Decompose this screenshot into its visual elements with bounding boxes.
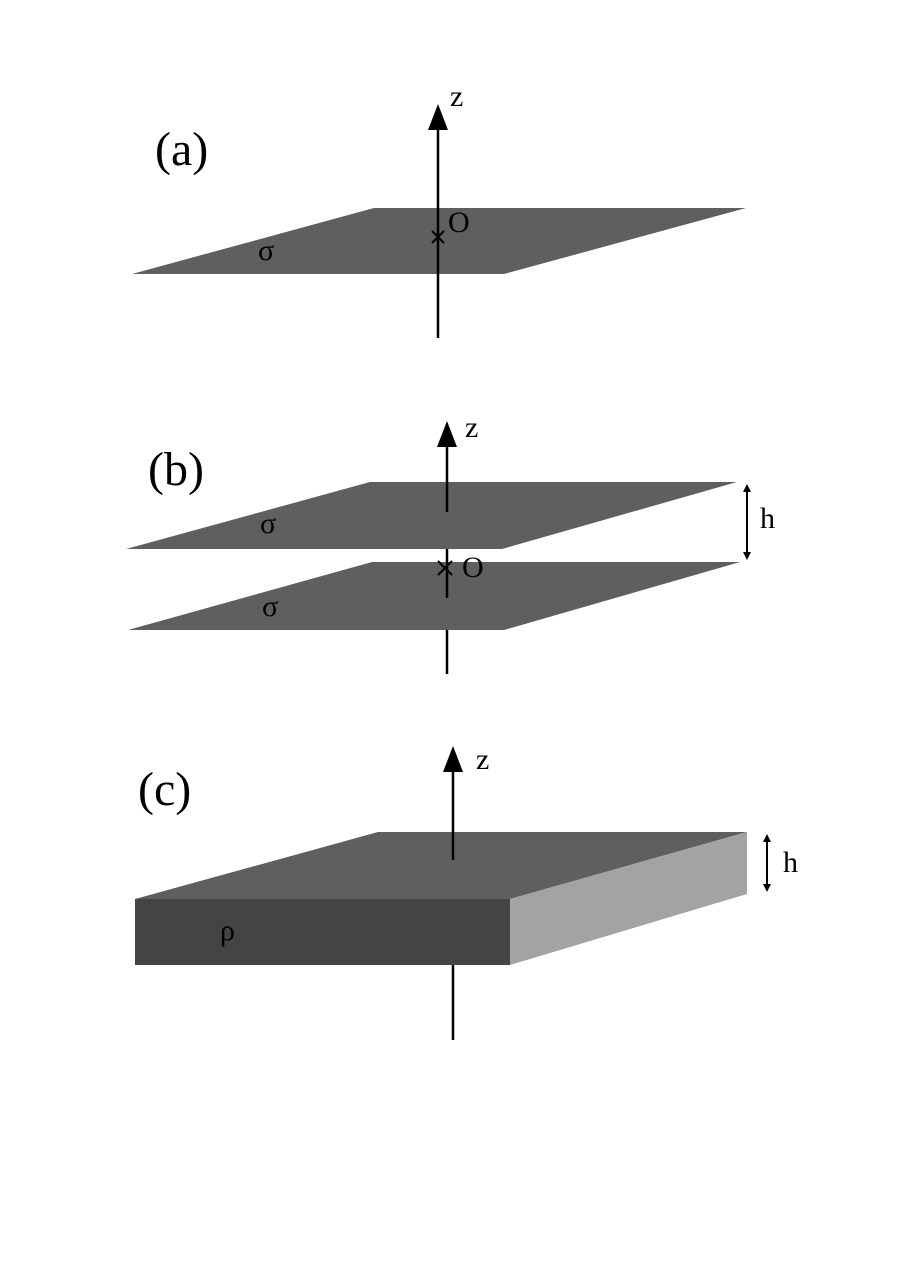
panel-c-slab-top-face xyxy=(135,832,747,899)
panel-a-axis-label: z xyxy=(450,80,463,113)
panel-a-label: (a) xyxy=(155,123,208,176)
panel-a: (a) z O σ xyxy=(132,80,746,338)
panel-b-upper-sheet xyxy=(126,482,737,549)
panel-c-thickness-label: h xyxy=(783,846,798,879)
panel-b-axis-label: z xyxy=(465,411,478,444)
panel-c-slab-label: ρ xyxy=(220,914,235,947)
panel-c-slab-front-face xyxy=(135,899,510,965)
panel-a-axis-arrowhead xyxy=(428,104,448,130)
panel-c-label: (c) xyxy=(138,763,191,816)
panel-a-origin-cross-icon xyxy=(431,230,445,244)
panel-a-origin-label: O xyxy=(448,206,470,239)
panel-c-slab-side-face xyxy=(510,832,747,965)
panel-a-sheet-label: σ xyxy=(258,234,274,267)
panel-b-origin-label: O xyxy=(462,551,484,584)
panel-c-axis-arrowhead xyxy=(443,746,463,772)
panel-c: (c) z ρ h xyxy=(135,743,798,1040)
panel-b-lower-sheet xyxy=(128,562,740,630)
panel-b-axis-arrowhead xyxy=(437,421,457,447)
panel-c-axis-label: z xyxy=(476,743,489,776)
panel-b-bottom-sheet-label: σ xyxy=(262,590,278,623)
panel-b: (b) z O σ σ h xyxy=(126,411,775,674)
panel-b-label: (b) xyxy=(148,443,204,496)
panel-b-top-sheet-label: σ xyxy=(260,507,276,540)
panel-b-separation-label: h xyxy=(760,502,775,535)
panel-b-origin-cross-icon xyxy=(437,560,453,576)
